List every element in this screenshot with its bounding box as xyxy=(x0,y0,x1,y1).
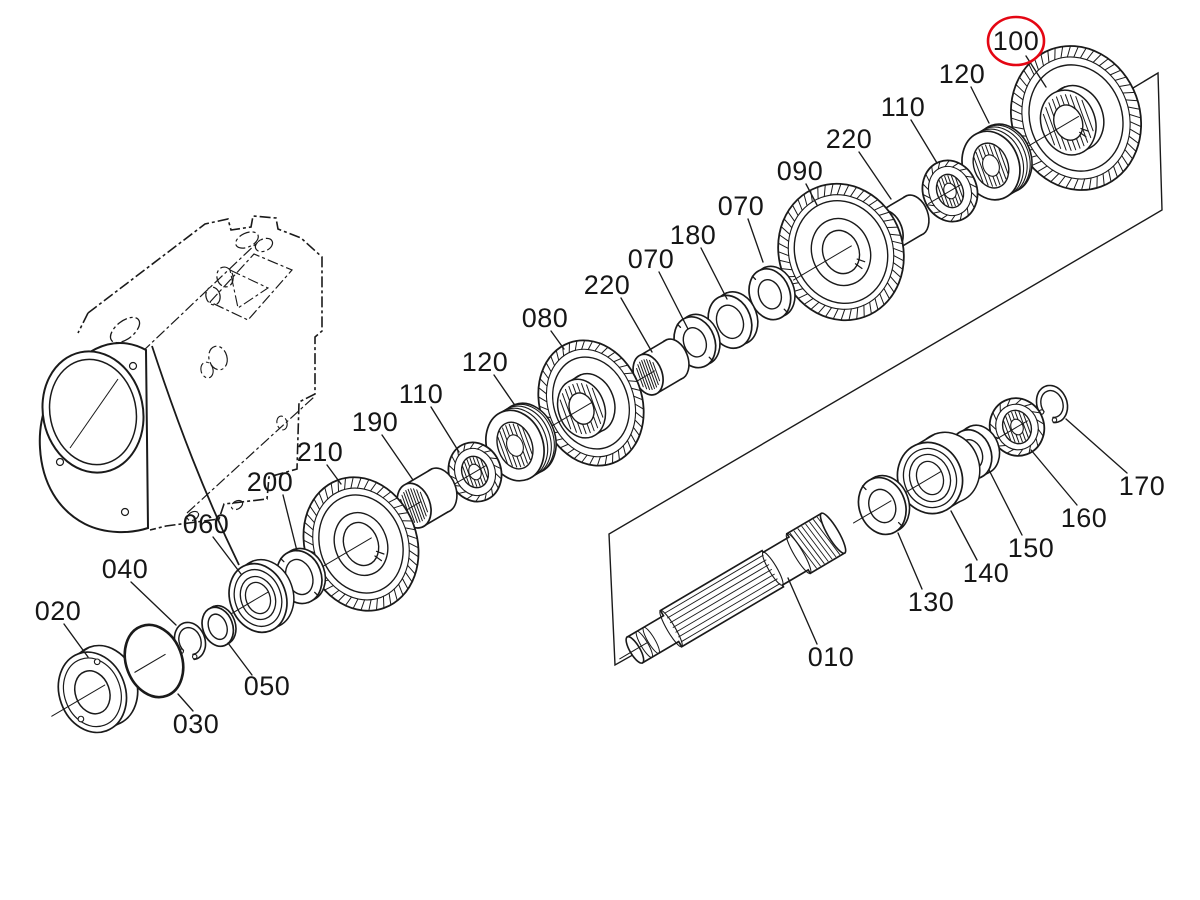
part-number-label: 040 xyxy=(102,554,149,584)
callout-210[interactable]: 210 xyxy=(297,437,344,485)
part-number-label: 010 xyxy=(808,642,855,672)
part-number-label: 220 xyxy=(826,124,873,154)
part-070-thrust-washer[interactable] xyxy=(742,260,802,325)
highlight-ring xyxy=(986,15,1046,67)
part-number-label: 080 xyxy=(522,303,569,333)
callout-130[interactable]: 130 xyxy=(897,532,955,617)
callout-070[interactable]: 070 xyxy=(718,191,765,263)
callout-200[interactable]: 200 xyxy=(247,467,298,552)
callout-140[interactable]: 140 xyxy=(950,510,1010,588)
callout-040[interactable]: 040 xyxy=(102,554,177,626)
part-110-gear[interactable] xyxy=(914,153,986,230)
part-number-label: 050 xyxy=(244,671,291,701)
part-120-synchro-hub[interactable] xyxy=(953,116,1042,208)
part-number-label: 120 xyxy=(462,347,509,377)
callout-120[interactable]: 120 xyxy=(462,347,515,405)
part-180-collar[interactable] xyxy=(701,286,765,355)
part-number-label: 200 xyxy=(247,467,294,497)
part-number-label: 100 xyxy=(993,26,1040,56)
part-220-bushing[interactable] xyxy=(626,335,694,399)
callout-160[interactable]: 160 xyxy=(1030,449,1108,533)
part-number-label: 130 xyxy=(908,587,955,617)
callout-220[interactable]: 220 xyxy=(584,270,653,353)
callout-170[interactable]: 170 xyxy=(1065,418,1166,501)
part-number-label: 070 xyxy=(718,191,765,221)
part-060-ball-bearing[interactable] xyxy=(220,551,303,640)
part-number-label: 170 xyxy=(1119,471,1166,501)
part-number-label: 110 xyxy=(881,92,926,122)
part-010-splined-shaft[interactable] xyxy=(608,511,850,679)
callout-070[interactable]: 070 xyxy=(628,244,689,330)
part-210-gear[interactable] xyxy=(285,461,437,627)
part-number-label: 160 xyxy=(1061,503,1108,533)
callout-110[interactable]: 110 xyxy=(399,379,460,453)
part-number-label: 180 xyxy=(670,220,717,250)
part-080-gear[interactable] xyxy=(521,325,661,480)
part-190-splined-bushing[interactable] xyxy=(390,463,463,532)
part-number-label: 190 xyxy=(352,407,399,437)
part-020-end-cap[interactable] xyxy=(47,636,148,742)
callout-110[interactable]: 110 xyxy=(881,92,938,164)
part-number-label: 030 xyxy=(173,709,220,739)
part-number-label: 070 xyxy=(628,244,675,274)
part-number-label: 090 xyxy=(777,156,824,186)
part-120-synchro-hub[interactable] xyxy=(476,395,565,489)
callout-220[interactable]: 220 xyxy=(826,124,892,200)
callout-190[interactable]: 190 xyxy=(352,407,414,481)
part-030-o-ring[interactable] xyxy=(115,617,193,706)
callout-030[interactable]: 030 xyxy=(173,693,220,739)
callout-180[interactable]: 180 xyxy=(670,220,728,300)
callout-060[interactable]: 060 xyxy=(183,509,242,575)
callout-090[interactable]: 090 xyxy=(777,156,824,206)
part-number-label: 220 xyxy=(584,270,631,300)
part-050-washer[interactable] xyxy=(197,601,241,650)
part-number-label: 150 xyxy=(1008,533,1055,563)
part-140-ball-bearing[interactable] xyxy=(888,423,990,523)
housing-and-plane xyxy=(38,71,1163,667)
part-110-gear[interactable] xyxy=(440,435,509,509)
part-number-label: 060 xyxy=(183,509,230,539)
callout-100[interactable]: 100 xyxy=(986,15,1047,88)
part-number-label: 110 xyxy=(399,379,444,409)
boundary-plane xyxy=(608,71,1163,667)
callout-150[interactable]: 150 xyxy=(988,469,1055,563)
callout-080[interactable]: 080 xyxy=(522,303,569,350)
part-number-label: 120 xyxy=(939,59,986,89)
part-090-gear[interactable] xyxy=(759,166,923,338)
part-number-label: 210 xyxy=(297,437,344,467)
part-number-label: 140 xyxy=(963,558,1010,588)
callout-120[interactable]: 120 xyxy=(939,59,990,124)
part-number-label: 020 xyxy=(35,596,82,626)
callout-050[interactable]: 050 xyxy=(227,642,291,701)
callout-020[interactable]: 020 xyxy=(35,596,89,658)
callout-010[interactable]: 010 xyxy=(787,577,855,672)
part-130-slotted-washer[interactable] xyxy=(851,469,918,541)
